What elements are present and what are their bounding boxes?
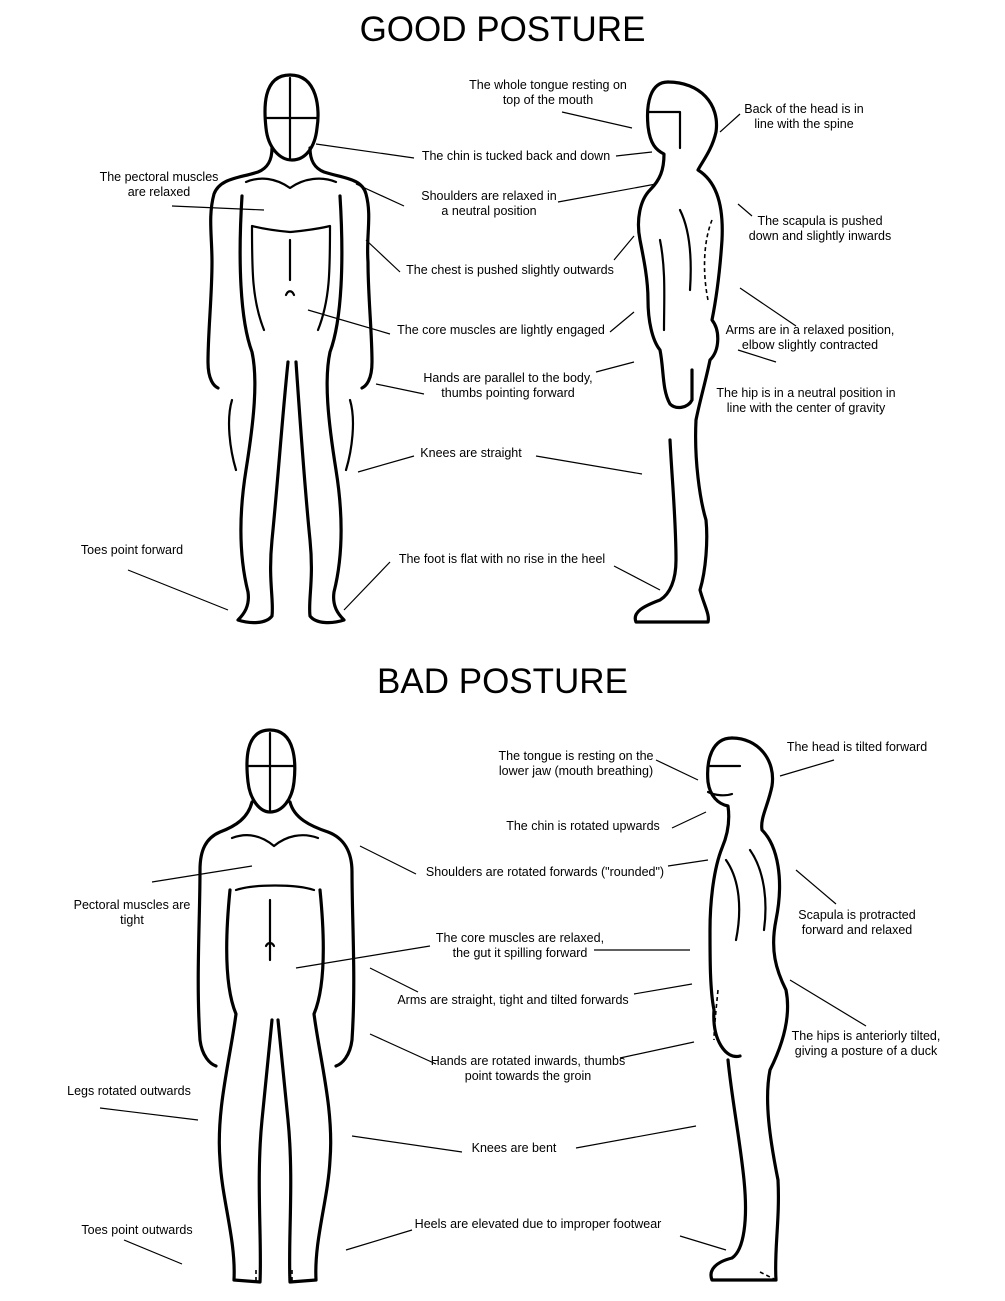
good-label-shoulders: Shoulders are relaxed in a neutral posit…	[421, 189, 557, 218]
bad-label-core: The core muscles are relaxed, the gut it…	[435, 931, 605, 960]
bad-label-hips: The hips is anteriorly tilted, giving a …	[791, 1029, 941, 1058]
good-label-core: The core muscles are lightly engaged	[397, 323, 605, 337]
good-label-scapula: The scapula is pushed down and slightly …	[748, 214, 892, 243]
good-label-toes: Toes point forward	[80, 543, 184, 557]
bad-label-toes: Toes point outwards	[81, 1223, 193, 1237]
bad-label-knees: Knees are bent	[471, 1141, 557, 1155]
good-label-arms: Arms are in a relaxed position, elbow sl…	[725, 323, 895, 352]
bad-label-tongue: The tongue is resting on the lower jaw (…	[498, 749, 654, 778]
bad-label-hands: Hands are rotated inwards, thumbs point …	[430, 1054, 626, 1083]
good-side-figure	[633, 80, 724, 624]
good-label-hands: Hands are parallel to the body, thumbs p…	[423, 371, 593, 400]
bad-label-pectoral: Pectoral muscles are tight	[73, 898, 191, 927]
bad-posture-title: BAD POSTURE	[377, 662, 628, 701]
bad-leader-lines	[99, 759, 867, 1265]
bad-front-figure	[196, 728, 356, 1284]
bad-side-figure	[706, 736, 790, 1282]
good-posture-title: GOOD POSTURE	[359, 10, 646, 49]
bad-label-head: The head is tilted forward	[786, 740, 928, 754]
good-label-tongue: The whole tongue resting on top of the m…	[469, 78, 627, 107]
good-label-head: Back of the head is in line with the spi…	[744, 102, 864, 131]
bad-label-legs: Legs rotated outwards	[67, 1084, 191, 1098]
good-leader-lines	[127, 111, 797, 611]
bad-label-scapula: Scapula is protracted forward and relaxe…	[798, 908, 916, 937]
bad-label-arms: Arms are straight, tight and tilted forw…	[397, 993, 629, 1007]
bad-label-shoulders: Shoulders are rotated forwards ("rounded…	[425, 865, 665, 879]
good-label-foot: The foot is flat with no rise in the hee…	[398, 552, 606, 566]
good-front-figure	[206, 73, 374, 625]
good-label-knees: Knees are straight	[420, 446, 522, 460]
good-label-chin: The chin is tucked back and down	[421, 149, 611, 163]
bad-label-chin: The chin is rotated upwards	[506, 819, 660, 833]
good-label-chest: The chest is pushed slightly outwards	[406, 263, 614, 277]
good-label-pectoral: The pectoral muscles are relaxed	[99, 170, 219, 199]
good-label-hip: The hip is in a neutral position in line…	[716, 386, 896, 415]
bad-label-heels: Heels are elevated due to improper footw…	[414, 1217, 662, 1231]
